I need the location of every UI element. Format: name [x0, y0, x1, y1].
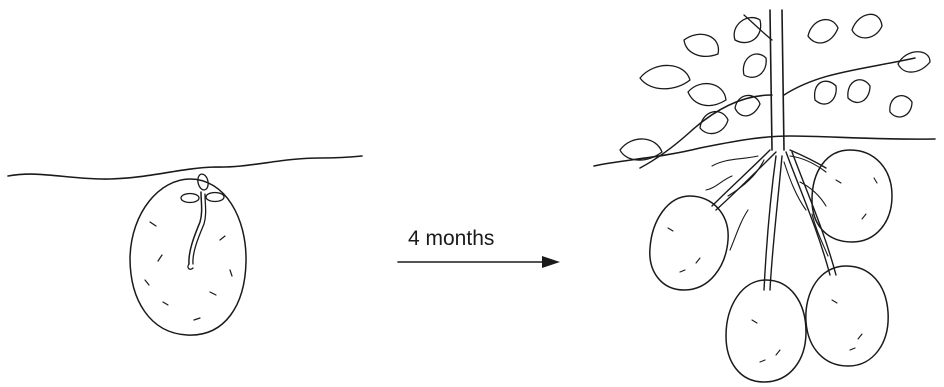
sprout-leaf [206, 193, 224, 202]
arrow-head [542, 256, 560, 268]
leaf [815, 81, 837, 104]
leaf [684, 34, 718, 56]
leaf [700, 112, 728, 134]
main-stem [770, 10, 784, 150]
leaf [898, 52, 930, 72]
soil-surface-right [594, 136, 935, 166]
tuber [806, 266, 888, 366]
leaf [852, 14, 882, 38]
grown-potato-plant-stage [594, 10, 935, 382]
leaf [688, 84, 726, 106]
soil-surface-left [8, 156, 362, 179]
new-tubers [650, 150, 892, 382]
tuber-eye-marks [668, 178, 877, 362]
time-arrow [398, 256, 560, 268]
arrow-label: 4 months [408, 227, 494, 251]
sprout-stem-inner [193, 194, 206, 264]
sprout-leaf [196, 173, 209, 191]
sprout-root-hook [188, 264, 193, 269]
tuber [812, 150, 892, 242]
tuber-eye-marks [145, 222, 232, 320]
planted-potato-stage [8, 156, 362, 335]
stem-branch-right [784, 58, 915, 95]
leaf [808, 20, 838, 43]
seed-potato [130, 173, 246, 335]
leaf [890, 96, 912, 117]
leaf [734, 18, 761, 43]
leaf [640, 65, 690, 88]
tuber [726, 280, 806, 382]
leaf [848, 80, 870, 103]
leaf [743, 54, 766, 77]
sprout-leaf [181, 194, 199, 203]
